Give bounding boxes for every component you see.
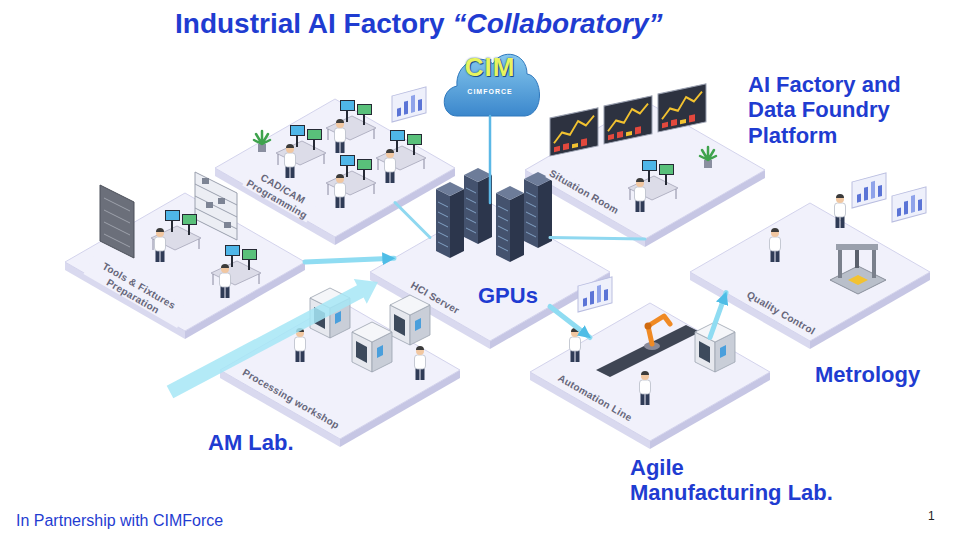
platform-label: Automation Line <box>554 371 635 425</box>
platform-top <box>530 303 770 441</box>
isometric-platform: AM Lab.Processing workshop <box>220 301 460 447</box>
area-heading: Metrology <box>815 362 920 387</box>
area-heading: AM Lab. <box>208 430 294 455</box>
flow-connector <box>395 203 430 238</box>
isometric-platform: GPUs HCI Server <box>370 203 610 349</box>
area-heading: AI Factory and Data Foundry Platform <box>748 72 928 148</box>
gpu-server-rack <box>436 182 464 258</box>
platform-top <box>215 99 455 237</box>
platform-label: Situation Room <box>546 167 623 218</box>
flow-connector <box>710 293 726 338</box>
area-heading: GPUs <box>478 283 538 308</box>
platform-label: HCI Server <box>407 278 463 317</box>
platform-top <box>65 193 305 331</box>
isometric-platform: MetrologyQuality Control <box>690 203 930 349</box>
dashboard-screen <box>658 84 706 132</box>
isometric-platform: AI Factory and Data Foundry PlatformSitu… <box>525 101 765 247</box>
chart-board <box>852 173 886 208</box>
diagram-title: Industrial AI Factory “Collaboratory” <box>175 8 663 40</box>
platform-label: CAD/CAM Programming <box>242 165 318 222</box>
platform-top <box>525 101 765 239</box>
platform-label: Quality Control <box>744 288 820 338</box>
cnc-machine <box>352 322 392 372</box>
platform-top <box>690 203 930 341</box>
isometric-platform: CAD/CAM Programming <box>215 99 455 245</box>
title-part: Industrial AI Factory <box>175 8 452 39</box>
cloud-platform: CIM CIMFORCE <box>435 34 545 126</box>
gpu-server-rack <box>524 172 552 248</box>
brand-text: CIMFORCE <box>435 88 545 95</box>
platform-top <box>220 301 460 439</box>
platform-label: Tools & Fixtures Preparation <box>83 254 188 328</box>
logo-text: CIM <box>435 52 545 83</box>
platform-top <box>370 203 610 341</box>
flow-connector <box>489 116 492 203</box>
chart-board <box>392 87 426 122</box>
pegboard-holes <box>104 198 130 247</box>
title-part: “Collaboratory” <box>452 8 662 39</box>
gpu-server-rack <box>496 186 524 262</box>
flow-connector <box>305 258 394 262</box>
gpu-server-rack <box>464 168 492 244</box>
flow-connector <box>550 238 645 240</box>
chart-board <box>892 187 926 222</box>
cnc-machine <box>390 295 430 345</box>
area-heading: Agile Manufacturing Lab. <box>630 455 838 506</box>
partner-note: In Partnership with CIMForce <box>16 512 223 530</box>
flow-connector <box>550 307 590 338</box>
page-number: 1 <box>928 509 935 523</box>
isometric-platform: Agile Manufacturing Lab.Automation Line <box>530 303 770 449</box>
isometric-platform: Tools & Fixtures Preparation <box>65 193 305 339</box>
platform-shape <box>370 203 610 349</box>
platform-label: Processing workshop <box>239 366 343 433</box>
